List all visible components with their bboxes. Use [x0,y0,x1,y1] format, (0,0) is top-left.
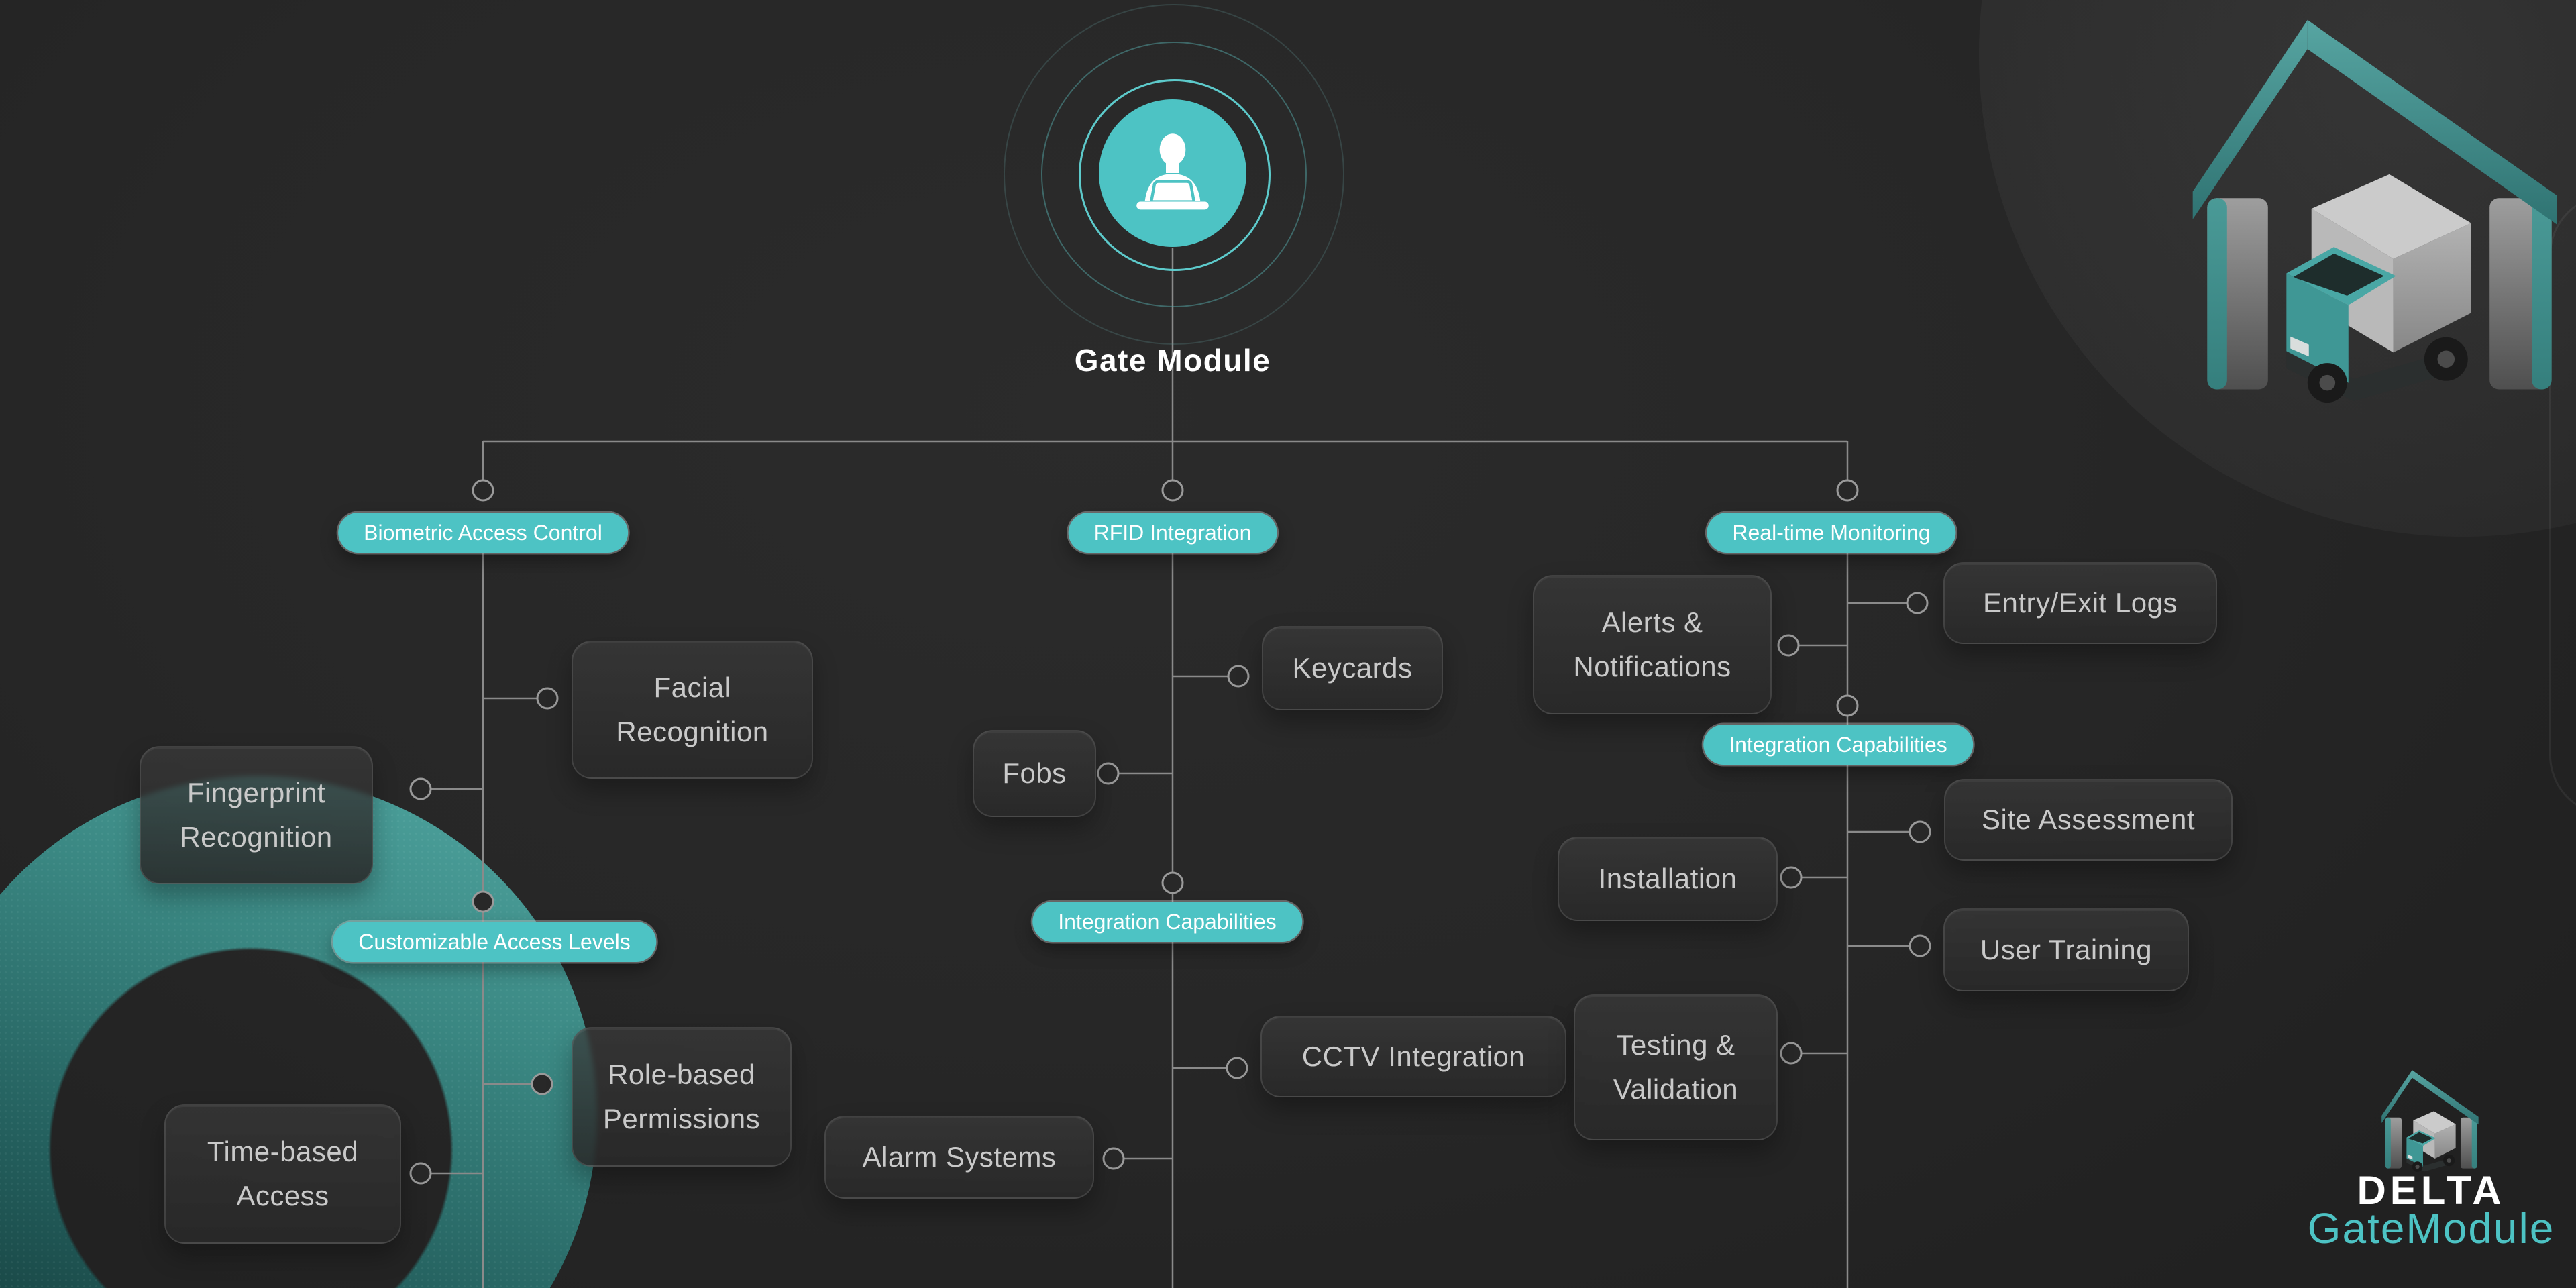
node-installation: Installation [1558,837,1778,921]
node-keycards: Keycards [1262,626,1443,710]
node-alarm-systems: Alarm Systems [824,1116,1094,1199]
node-role-based-permissions: Role-based Permissions [572,1027,792,1167]
keyword-pill-real-time-monitoring: Real-time Monitoring [1707,513,1956,553]
node-facial-recognition: Facial Recognition [572,641,813,779]
node-alerts-notifications: Alerts & Notifications [1533,575,1772,714]
node-testing-validation: Testing & Validation [1574,994,1778,1140]
gate-with-truck-illustration [2192,19,2557,403]
node-fingerprint-recognition: Fingerprint Recognition [140,746,373,884]
node-site-assessment: Site Assessment [1944,779,2233,861]
keyword-pill-integration-capabilities-center: Integration Capabilities [1032,902,1302,942]
keyword-pill-rfid-integration: RFID Integration [1068,513,1277,553]
node-cctv-integration: CCTV Integration [1260,1016,1566,1097]
keyword-pill-customizable-access-levels: Customizable Access Levels [333,922,656,962]
branch-lines [431,602,1909,1175]
radar-ring-outer [1004,4,1344,345]
node-fobs: Fobs [973,730,1096,817]
logo-product-text: GateModule [2307,1204,2555,1252]
gate-with-truck-icon [2381,1070,2479,1172]
radar-ring-middle [1041,42,1307,307]
connector-ring-terminals [409,479,1931,1185]
node-user-training: User Training [1943,908,2189,991]
logo-brand-text: DELTA [2357,1168,2506,1213]
keyword-pill-biometric-access-control: Biometric Access Control [338,513,628,553]
radar-ring-inner [1079,79,1271,271]
person-at-laptop-icon [1136,133,1209,210]
node-entry-exit-logs: Entry/Exit Logs [1943,562,2217,644]
center-hub [1099,99,1246,247]
page-title: Gate Module [1074,343,1271,378]
keyword-pill-integration-capabilities-right: Integration Capabilities [1703,724,1973,765]
node-time-based-access: Time-based Access [164,1104,401,1244]
